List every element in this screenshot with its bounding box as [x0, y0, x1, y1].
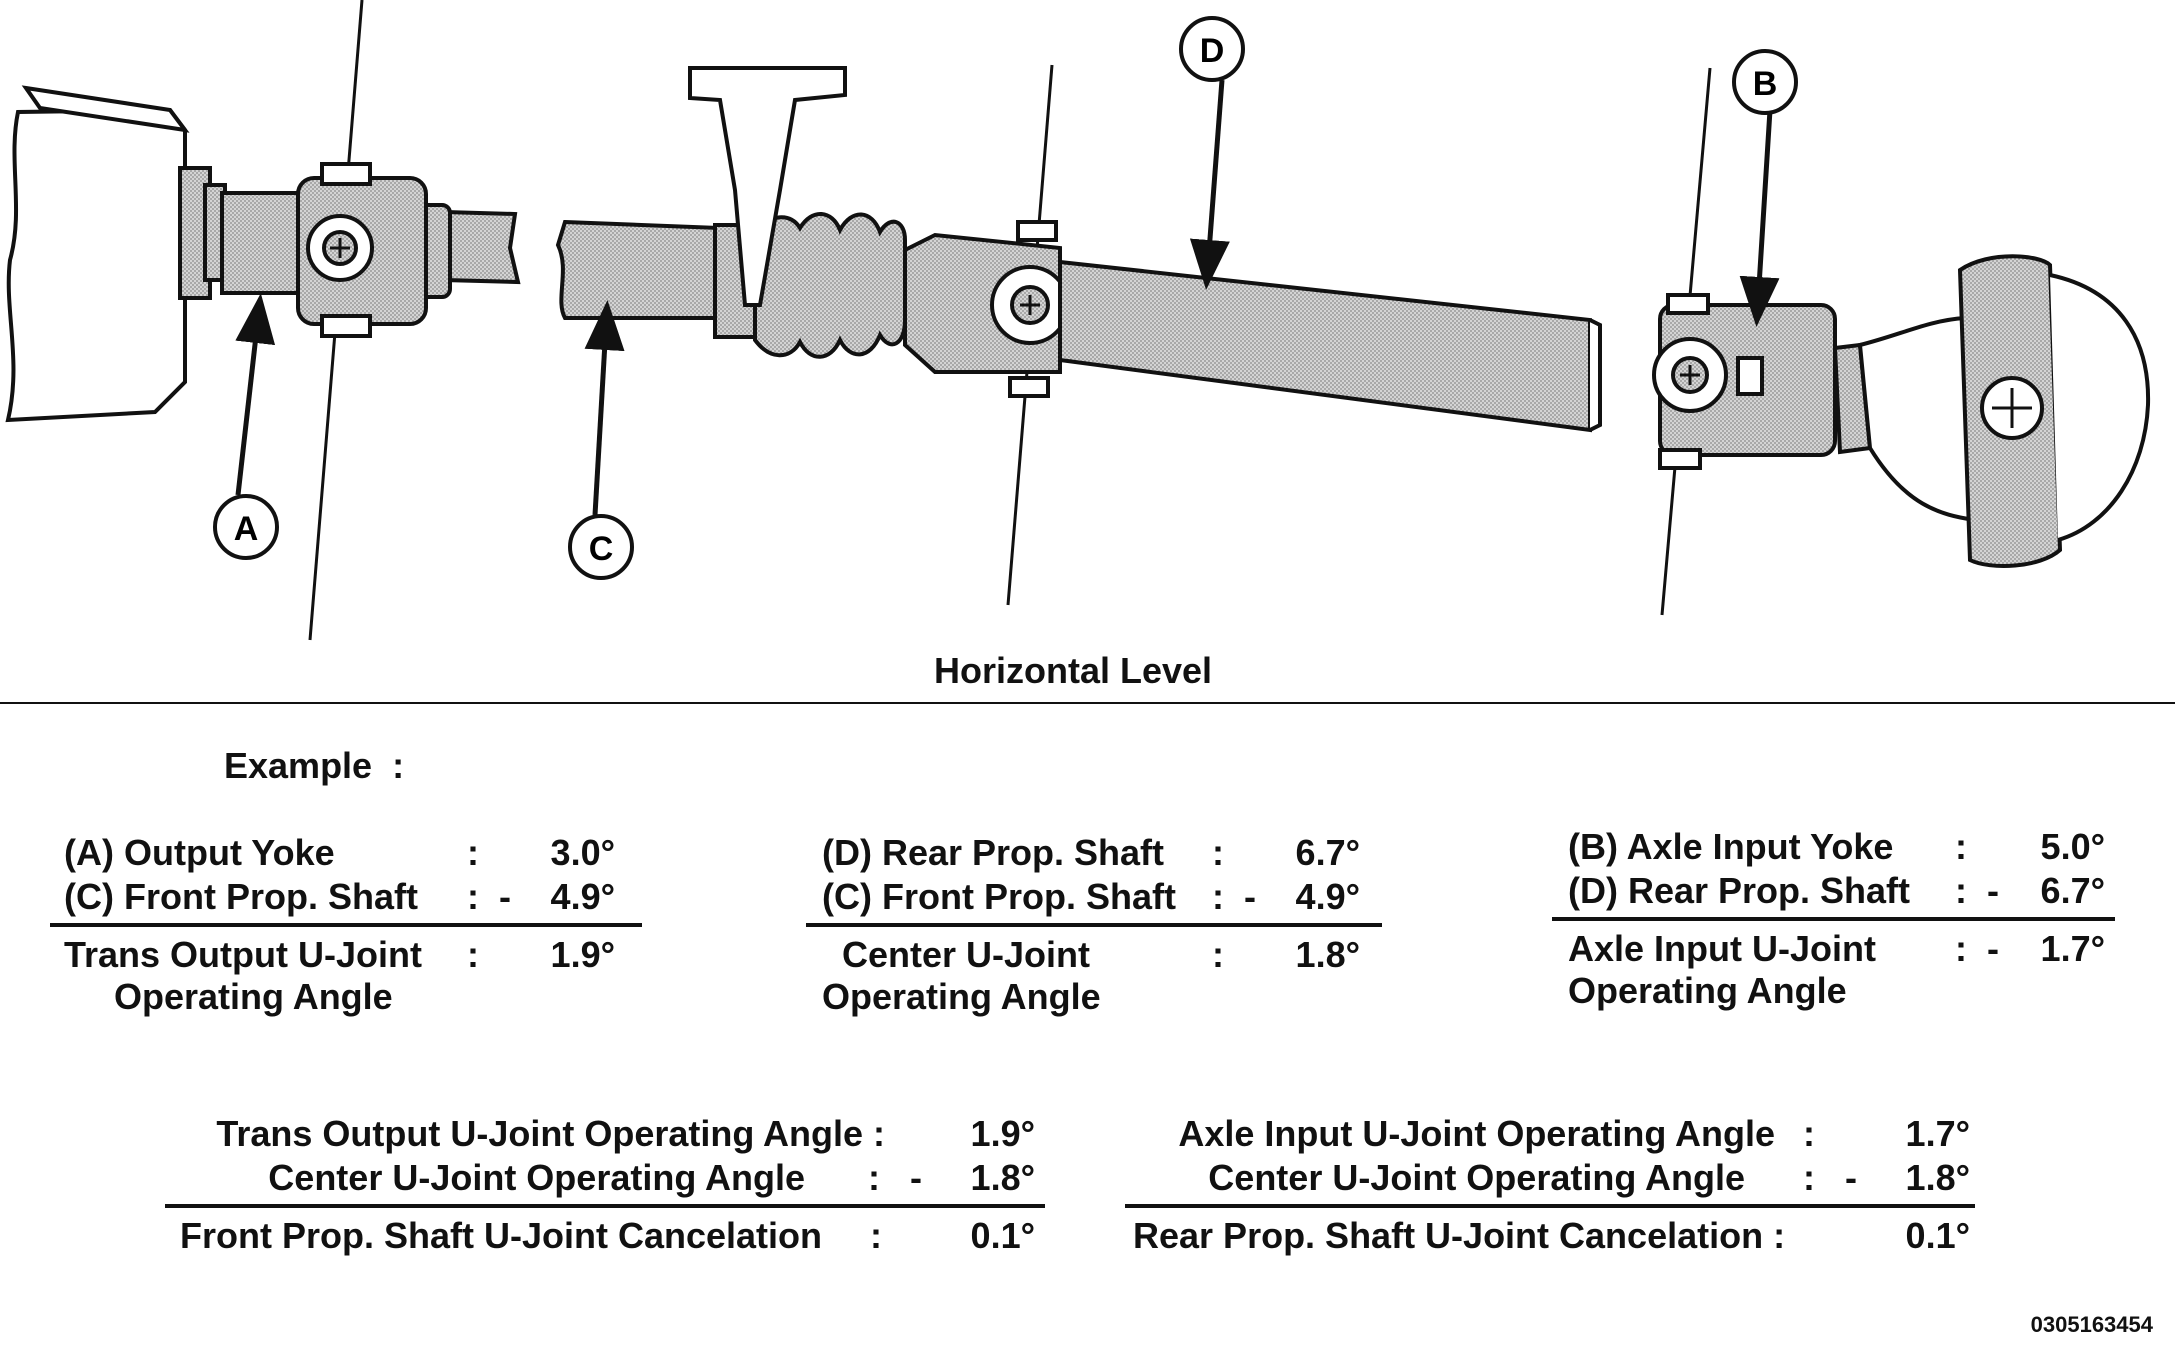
summary-rear-row2-label: Center U-Joint Operating Angle: [1208, 1157, 1745, 1198]
horizontal-level-line: [0, 702, 2175, 704]
callout-arrows: [235, 79, 1780, 516]
u-joint-b: [1652, 293, 1837, 470]
horizontal-level-label: Horizontal Level: [933, 650, 1213, 691]
summary-rear-rule: [1125, 1204, 1975, 1208]
summary-rear-result-value: 0.1°: [1905, 1215, 1970, 1256]
axle-housing: [1832, 254, 2151, 568]
summary-rear-row1-sep: :: [1803, 1113, 1815, 1154]
panel-b-row2-label: (D) Rear Prop. Shaft: [1568, 870, 1911, 911]
panel-a-row1-label: (A) Output Yoke: [64, 832, 335, 873]
panel-a-row1-value: 3.0°: [550, 832, 615, 873]
panel-d-row1-sep: :: [1212, 832, 1224, 873]
panel-a-row2-value: 4.9°: [550, 876, 615, 917]
panel-a-rule: [50, 923, 642, 927]
summary-front-row1-value: 1.9°: [970, 1113, 1035, 1154]
panel-b-result-sep: : -: [1955, 928, 1999, 969]
panel-b-row1-sep: :: [1955, 826, 1967, 867]
callout-circle-a: A: [213, 494, 279, 560]
panel-b-row2-sep: : -: [1955, 870, 1999, 911]
svg-text:A: A: [234, 510, 259, 548]
panel-d-row2-label: (C) Front Prop. Shaft: [822, 876, 1176, 917]
summary-front-result-value: 0.1°: [970, 1215, 1035, 1256]
panel-d-row1-value: 6.7°: [1295, 832, 1360, 873]
summary-front-row2-sep: : -: [868, 1157, 922, 1198]
svg-text:B: B: [1753, 65, 1778, 103]
panel-b-result-label: Axle Input U-Joint Operating Angle: [1568, 928, 1876, 1011]
summary-front-rule: [165, 1204, 1045, 1208]
summary-rear-row2-value: 1.8°: [1905, 1157, 1970, 1198]
summary-front-row2-label: Center U-Joint Operating Angle: [268, 1157, 805, 1198]
panel-b-row1-value: 5.0°: [2040, 826, 2105, 867]
rear-prop-shaft-d: [1058, 259, 1602, 433]
summary-front-row2-value: 1.8°: [970, 1157, 1035, 1198]
summary-rear-row2-sep: : -: [1803, 1157, 1857, 1198]
transmission-housing: [5, 85, 227, 423]
callout-circle-d: D: [1179, 16, 1245, 82]
callout-circle-c: C: [568, 514, 634, 580]
summary-front-result-sep: :: [870, 1215, 882, 1256]
panel-d-result-value: 1.8°: [1295, 934, 1360, 975]
panel-a-row2-sep: : -: [467, 876, 511, 917]
panel-d-row1-label: (D) Rear Prop. Shaft: [822, 832, 1165, 873]
summary-rear-row1-value: 1.7°: [1905, 1113, 1970, 1154]
panel-b-row2-value: 6.7°: [2040, 870, 2105, 911]
panel-b-result-value: 1.7°: [2040, 928, 2105, 969]
svg-text:C: C: [589, 530, 614, 568]
panel-d-rule: [806, 923, 1382, 927]
u-joint-a: [296, 162, 428, 338]
summary-front-row1-label: Trans Output U-Joint Operating Angle :: [216, 1113, 885, 1154]
front-prop-shaft-c: [555, 212, 907, 359]
panel-a-result-sep: :: [467, 934, 479, 975]
summary-rear-result-label: Rear Prop. Shaft U-Joint Cancelation :: [1133, 1215, 1786, 1256]
center-bearing-bracket: [688, 66, 847, 307]
svg-text:D: D: [1200, 32, 1225, 70]
panel-b-row1-label: (B) Axle Input Yoke: [1568, 826, 1894, 867]
panel-a-row1-sep: :: [467, 832, 479, 873]
summary-front-result-label: Front Prop. Shaft U-Joint Cancelation: [180, 1215, 823, 1256]
summary-rear-row1-label: Axle Input U-Joint Operating Angle: [1178, 1113, 1775, 1154]
panel-a-row2-label: (C) Front Prop. Shaft: [64, 876, 418, 917]
panel-a-result-value: 1.9°: [550, 934, 615, 975]
example-label: Example :: [224, 745, 405, 786]
panel-d-row2-sep: : -: [1212, 876, 1256, 917]
panel-d-result-sep: :: [1212, 934, 1224, 975]
panel-a-result-label: Trans Output U-Joint Operating Angle: [64, 934, 422, 1017]
figure-id: 0305163454: [2030, 1312, 2153, 1337]
driveline-diagram: A B C D: [5, 0, 2151, 641]
callout-circle-b: B: [1732, 49, 1798, 115]
panel-d-row2-value: 4.9°: [1295, 876, 1360, 917]
panel-d-result-label: Center U-Joint Operating Angle: [822, 934, 1101, 1017]
panel-b-rule: [1552, 917, 2115, 921]
center-u-joint: [903, 220, 1070, 398]
